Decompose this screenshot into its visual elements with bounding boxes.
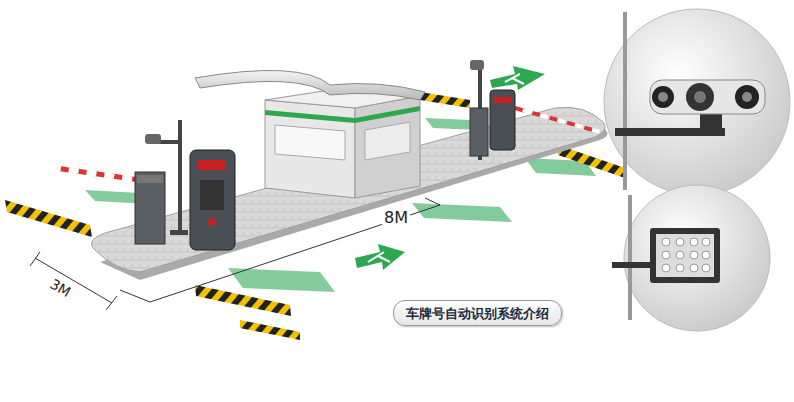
dimension-label: 8M — [382, 208, 410, 227]
caption-pill: 车牌号自动识别系统介绍 — [393, 300, 562, 326]
caption-text: 车牌号自动识别系统介绍 — [406, 306, 549, 321]
